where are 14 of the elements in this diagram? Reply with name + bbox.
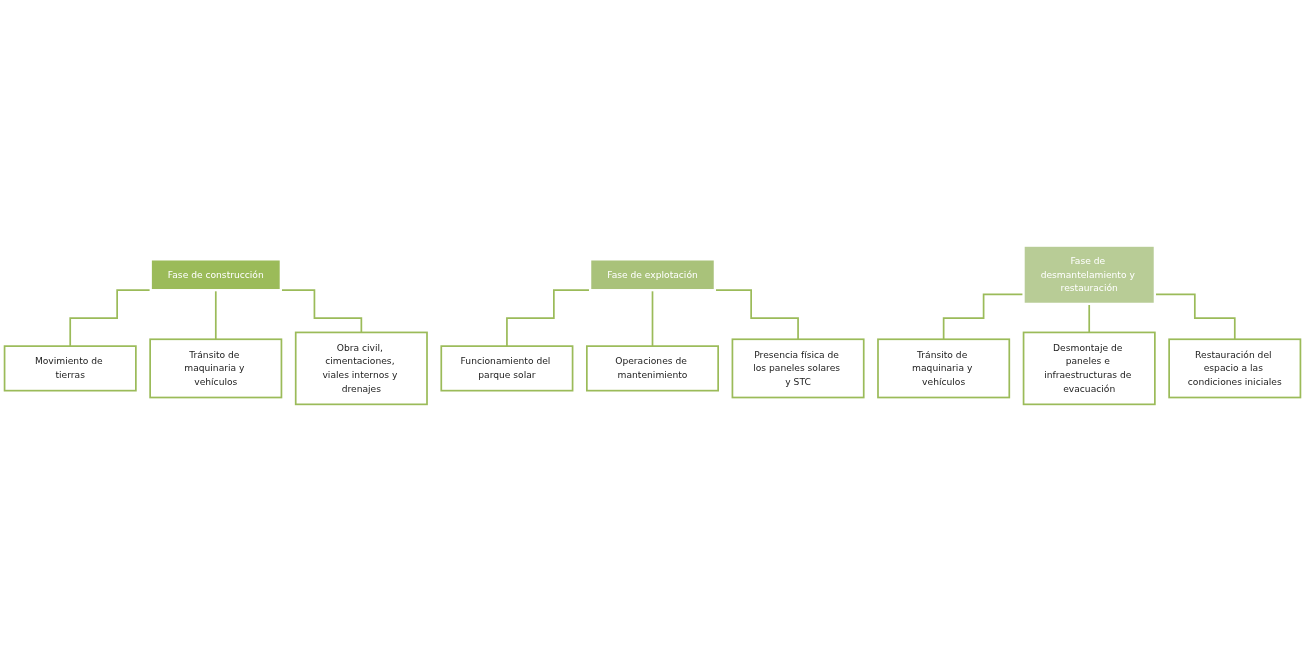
node-box: Tránsito de maquinaria y vehículos [149,338,283,399]
connector [1154,293,1236,341]
node-box: Desmontaje de paneles e infraestructuras de evacuación [1022,331,1156,406]
node-box: Fase de explotación [589,258,716,292]
node-box: Presencia física de los paneles solares y STC [731,338,865,399]
node-box: Movimiento de tierras [3,345,137,392]
node-box: Restauración del espacio a las condiciones iniciales [1168,338,1302,399]
node-box: Fase de construcción [149,258,282,292]
node-box: Funcionamiento del parque solar [440,345,574,392]
connector [1088,303,1091,334]
node-box: Tránsito de maquinaria y vehículos [877,338,1011,399]
node-box: Fase de desmantelamiento y restauración [1022,244,1156,305]
node-box: Operaciones de mantenimiento [586,345,719,392]
node-box: Obra civil, cimentaciones, viales internos y drenajes [294,331,428,406]
